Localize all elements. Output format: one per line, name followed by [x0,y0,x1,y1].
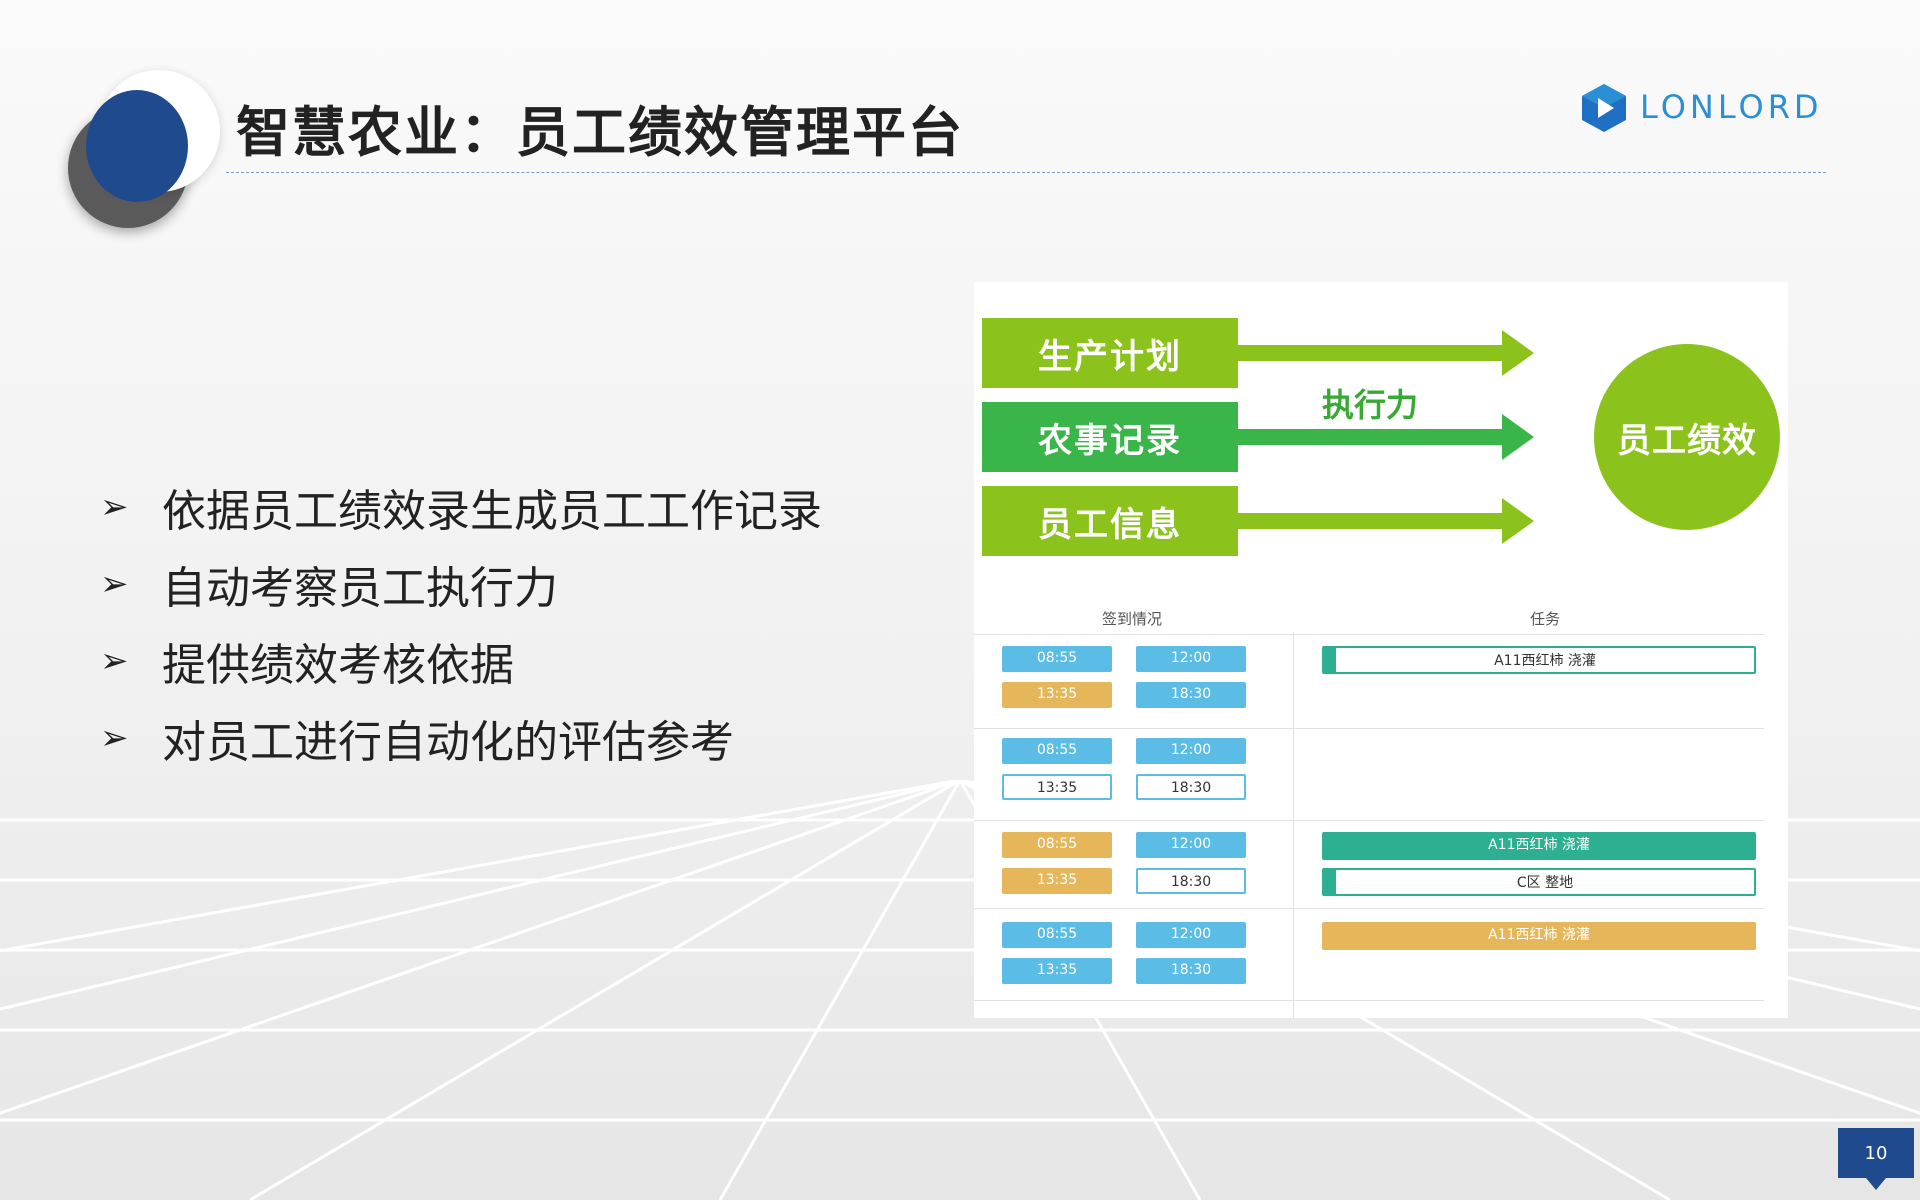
flow-arrow-icon [1238,498,1534,544]
time-chip: 12:00 [1136,922,1246,948]
table-row-divider [974,1000,1764,1001]
time-chip: 13:35 [1002,682,1112,708]
bullet-text: 自动考察员工执行力 [162,562,558,614]
checkin-column-header: 签到情况 [1102,610,1163,628]
bullet-item: ➢ 对员工进行自动化的评估参考 [100,699,822,776]
input-box-employee-info: 员工信息 [982,486,1238,556]
task-bar: C区 整地 [1322,868,1756,896]
decorative-blue-circle [86,90,188,202]
bullet-item: ➢ 自动考察员工执行力 [100,545,822,622]
time-chip: 08:55 [1002,646,1112,672]
time-chip: 18:30 [1136,682,1246,708]
time-chip: 12:00 [1136,646,1246,672]
time-chip: 18:30 [1136,958,1246,984]
bullet-text: 提供绩效考核依据 [162,639,514,691]
arrowhead-bullet-icon: ➢ [100,563,129,604]
arrowhead-bullet-icon: ➢ [100,717,129,758]
table-row-divider [974,634,1764,635]
performance-diagram-panel: 生产计划 农事记录 员工信息 执行力 员工绩效 签到情况 任务 08:55 12:… [974,282,1788,1018]
bullet-text: 对员工进行自动化的评估参考 [162,716,734,768]
page-title: 智慧农业：员工绩效管理平台 [236,100,964,164]
time-chip: 08:55 [1002,922,1112,948]
flow-arrow-icon [1238,330,1534,376]
arrowhead-bullet-icon: ➢ [100,486,129,527]
time-chip: 18:30 [1136,774,1246,800]
performance-circle: 员工绩效 [1594,344,1780,530]
arrowhead-bullet-icon: ➢ [100,640,129,681]
time-chip: 18:30 [1136,868,1246,894]
hexagon-play-logo-icon [1582,84,1626,132]
table-row-divider [974,820,1764,821]
task-bar: A11西红柿 浇灌 [1322,646,1756,674]
title-divider [226,172,1826,173]
bullet-item: ➢ 提供绩效考核依据 [100,622,822,699]
company-logo-text: LONLORD [1640,88,1823,126]
execution-label: 执行力 [1322,386,1419,424]
bullet-text: 依据员工绩效录生成员工工作记录 [162,485,822,537]
page-number-badge: 10 [1838,1128,1914,1178]
feature-bullet-list: ➢ 依据员工绩效录生成员工工作记录 ➢ 自动考察员工执行力 ➢ 提供绩效考核依据… [100,468,822,776]
input-box-production-plan: 生产计划 [982,318,1238,388]
page-number-pointer [1866,1178,1886,1190]
time-chip: 08:55 [1002,738,1112,764]
flow-arrow-icon [1238,414,1534,460]
table-row-divider [974,728,1764,729]
time-chip: 13:35 [1002,774,1112,800]
table-column-divider [1293,632,1294,1018]
bullet-item: ➢ 依据员工绩效录生成员工工作记录 [100,468,822,545]
time-chip: 12:00 [1136,738,1246,764]
table-row-divider [974,908,1764,909]
task-bar: A11西红柿 浇灌 [1322,922,1756,950]
task-bar: A11西红柿 浇灌 [1322,832,1756,860]
time-chip: 13:35 [1002,958,1112,984]
input-box-farm-records: 农事记录 [982,402,1238,472]
time-chip: 13:35 [1002,868,1112,894]
task-column-header: 任务 [1530,610,1561,628]
time-chip: 12:00 [1136,832,1246,858]
time-chip: 08:55 [1002,832,1112,858]
